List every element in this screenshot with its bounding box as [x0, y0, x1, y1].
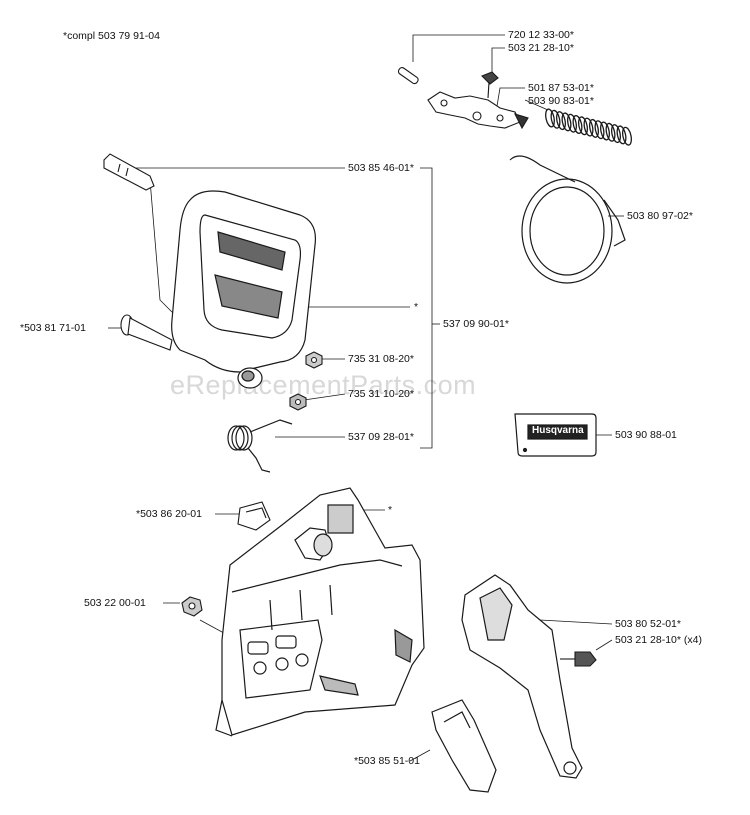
label-503-85-51-01: *503 85 51-01: [354, 755, 420, 767]
label-735-31-10-20: 735 31 10-20*: [348, 388, 414, 400]
watermark: eReplacementParts.com: [170, 370, 477, 400]
brake-lever-part: [427, 91, 529, 130]
clutch-cover-part: [215, 487, 425, 737]
decal-brand-text: Husqvarna: [532, 425, 584, 436]
kit-prefix: *compl: [63, 30, 96, 42]
pin-part: [397, 67, 419, 85]
label-star-cover: *: [414, 301, 419, 313]
kit-number: 503 79 91-04: [98, 30, 160, 42]
guide-plate-part: [461, 574, 583, 779]
spring-coil: [567, 113, 577, 133]
long-bolt-part: [103, 153, 155, 191]
label-537-09-28-01: 537 09 28-01*: [348, 431, 414, 443]
label-503-86-20-01: *503 86 20-01: [136, 508, 202, 520]
label-735-31-08-20: 735 31 08-20*: [348, 353, 414, 365]
spring-coil: [583, 117, 594, 137]
quantity-x4: (x4): [683, 634, 702, 646]
label-503-80-97-02: 503 80 97-02*: [627, 210, 693, 222]
spring-coil: [622, 126, 632, 146]
label-501-87-53-01: 501 87 53-01*: [528, 82, 594, 94]
spring-coil: [616, 125, 627, 145]
spring-coil: [572, 115, 583, 134]
spring-coil: [589, 118, 599, 138]
spring-coil: [561, 112, 572, 132]
label-503-81-71-01: *503 81 71-01: [20, 322, 86, 334]
torsion-spring-part: [227, 419, 293, 473]
label-503-21-28-10-bottom: 503 21 28-10*: [615, 634, 681, 646]
knob-part: [120, 314, 173, 351]
label-503-21-28-10-x4: 503 21 28-10* (x4): [615, 634, 702, 646]
spring-part: [545, 108, 632, 146]
label-503-21-28-10-top: 503 21 28-10*: [508, 42, 574, 54]
label-503-90-88-01: 503 90 88-01: [615, 429, 677, 441]
nut-part-b: [289, 393, 307, 411]
spring-coil: [556, 111, 566, 131]
spring-coil: [605, 122, 616, 142]
label-star-casing: *: [388, 504, 393, 516]
clip-part: [237, 501, 271, 531]
spring-coil: [600, 121, 610, 141]
screw-part: [481, 71, 499, 99]
spring-coil: [578, 116, 588, 136]
decal-part: [514, 413, 597, 457]
bolt-part: [560, 651, 597, 667]
kit-header: *compl 503 79 91-04: [63, 30, 160, 42]
cover-plate-part: [431, 699, 497, 793]
label-503-80-52-01: 503 80 52-01*: [615, 618, 681, 630]
label-537-09-90-01: 537 09 90-01*: [443, 318, 509, 330]
brake-band-part: [509, 155, 626, 284]
spring-coil: [545, 108, 555, 128]
label-503-90-83-01: 503 90 83-01*: [528, 95, 594, 107]
spring-coil: [594, 120, 605, 140]
label-503-22-00-01: 503 22 00-01: [84, 597, 146, 609]
hand-guard-part: [171, 190, 317, 389]
label-720-12-33-00: 720 12 33-00*: [508, 29, 574, 41]
nut-part-a: [305, 351, 323, 369]
spring-coil: [550, 109, 561, 129]
spring-coil: [611, 124, 621, 144]
nut-part-c: [181, 596, 203, 617]
label-503-85-46-01: 503 85 46-01*: [348, 162, 414, 174]
